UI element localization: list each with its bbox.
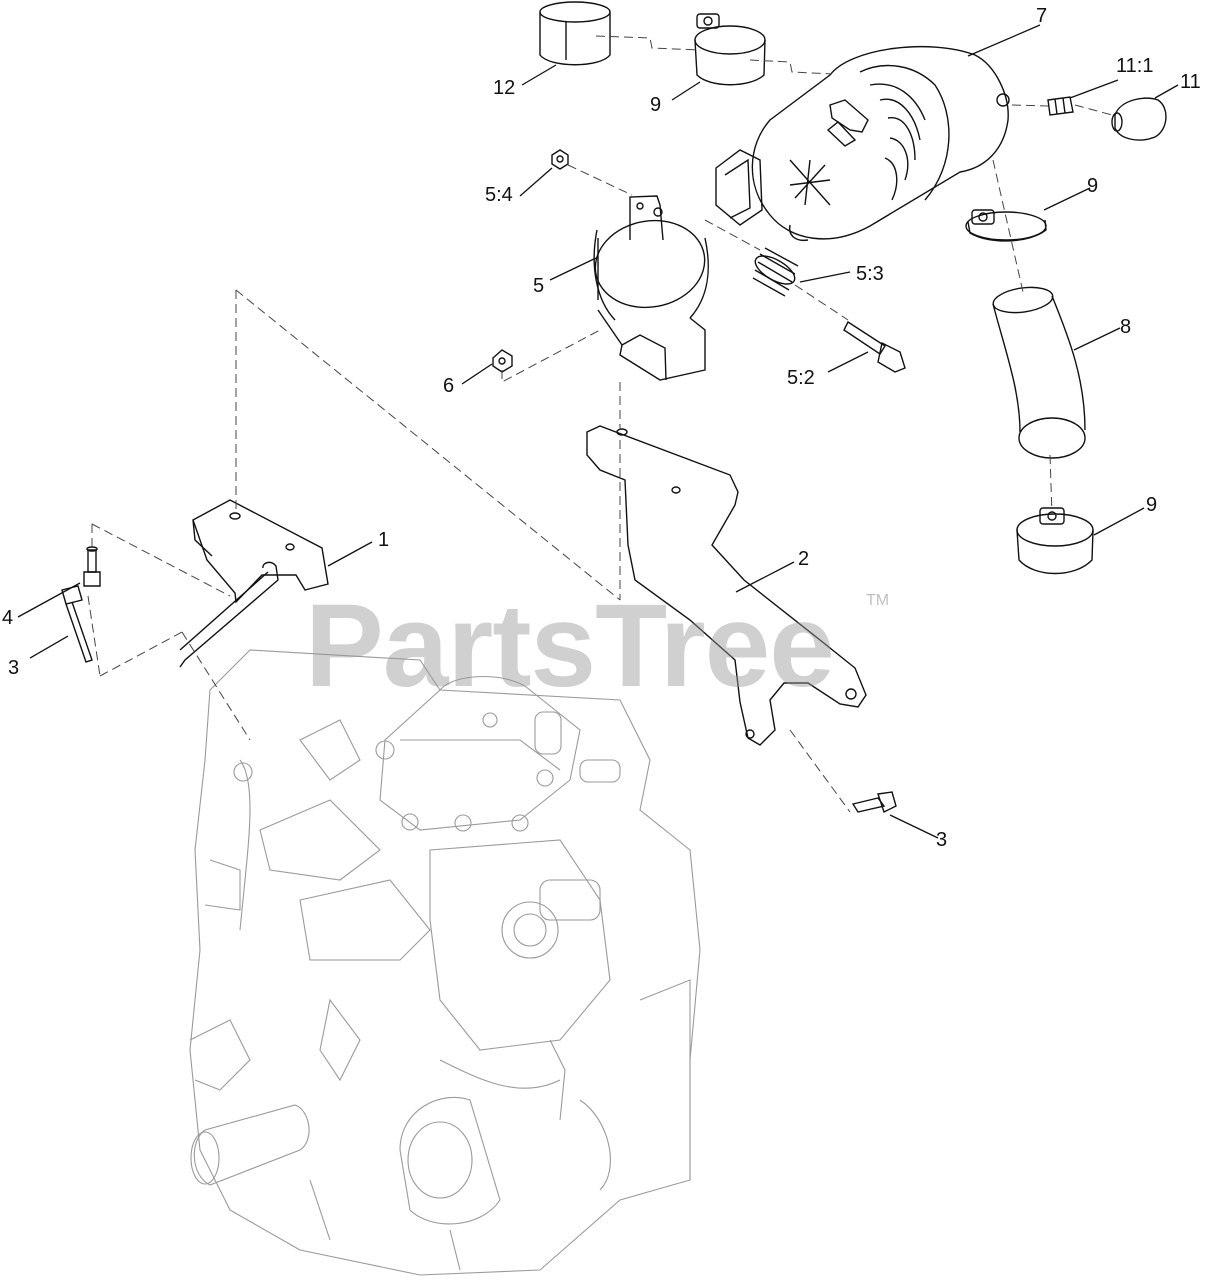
- spring-5-3: [752, 247, 799, 297]
- part-label-1: 1: [378, 529, 390, 551]
- part-label-7: 7: [1036, 5, 1048, 27]
- part-label-11: 11: [1180, 71, 1201, 93]
- leader-lines: [17, 24, 1179, 839]
- part-label-5-4: 5:4: [485, 184, 513, 206]
- partstree-watermark: PartsTree: [305, 580, 835, 712]
- part-label-9-bottom: 9: [1146, 494, 1158, 516]
- nut-6: [492, 349, 513, 373]
- bolt-4: [83, 546, 101, 587]
- part-label-9-middle: 9: [1087, 175, 1099, 197]
- part-label-2: 2: [798, 548, 810, 570]
- assembly-lines: [87, 35, 1113, 813]
- part-label-3-right: 3: [936, 829, 948, 851]
- trademark-symbol: TM: [866, 592, 890, 609]
- clamp-9-bottom: [1016, 507, 1094, 575]
- part-label-8: 8: [1120, 316, 1132, 338]
- part-label-5-3: 5:3: [856, 263, 884, 285]
- part-label-12: 12: [493, 77, 516, 99]
- engine-assembly: [189, 649, 701, 1276]
- air-cleaner-7: [715, 45, 1010, 242]
- clamp-9-top: [694, 13, 766, 86]
- fitting-11-1: [1047, 96, 1074, 116]
- part-label-4: 4: [2, 607, 14, 629]
- part-label-5: 5: [533, 275, 545, 297]
- valve-11: [1111, 97, 1167, 141]
- sleeve-12: [539, 1, 611, 66]
- part-label-11-1: 11:1: [1116, 55, 1154, 77]
- mounting-band-5: [593, 195, 709, 381]
- nut-5-4: [551, 149, 569, 170]
- part-label-9-top: 9: [650, 94, 662, 116]
- part-label-3-left: 3: [8, 657, 20, 679]
- clamp-9-middle: [965, 209, 1047, 242]
- bolt-5-2: [843, 320, 906, 373]
- bracket-2: [586, 425, 867, 746]
- bolt-3-left: [61, 585, 93, 663]
- part-label-6: 6: [443, 375, 455, 397]
- bolt-3-right: [851, 791, 897, 813]
- hose-8: [992, 286, 1086, 459]
- part-label-5-2: 5:2: [787, 367, 815, 389]
- bracket-1: [179, 499, 329, 668]
